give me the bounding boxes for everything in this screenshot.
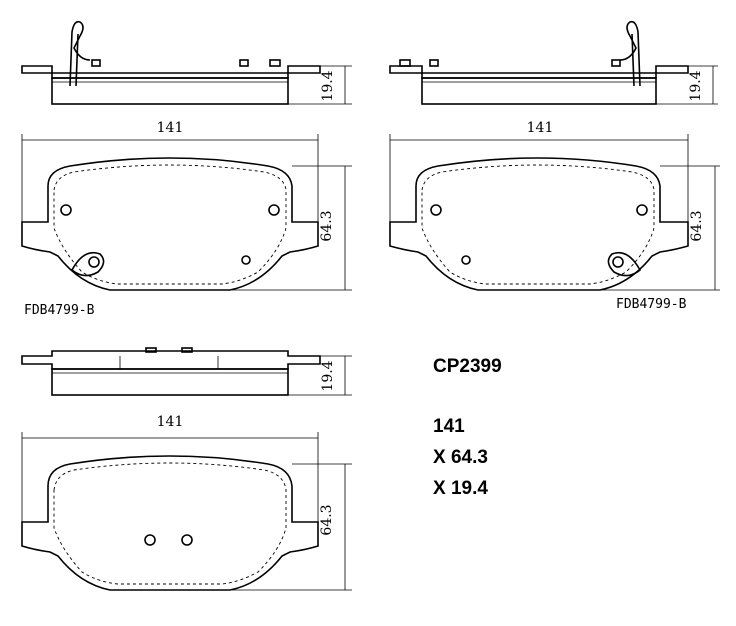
front-view-bottom: 141 64.3 [21,414,352,591]
height-label-top-left: 64.3 [319,210,335,241]
pad-hole-icon [241,255,251,265]
spring-clip-icon [69,20,91,87]
thickness-label-bottom: 19.4 [320,360,336,391]
thickness-label-top-left: 19.4 [320,70,336,101]
width-label-bottom: 141 [157,414,184,430]
wear-sensor-icon [70,251,105,277]
spec-height: X 64.3 [433,447,488,468]
height-label-bottom: 64.3 [319,504,335,535]
spec-thickness: X 19.4 [433,478,488,499]
width-label-top-left: 141 [157,120,184,136]
front-view-top-left: 141 64.3 FDB4799-B [21,120,352,318]
side-view-bottom: 19.4 [21,347,352,396]
thickness-label-top-right: 19.4 [688,70,704,101]
part-code: CP2399 [433,356,502,377]
wear-sensor-icon [607,251,642,277]
spring-clip-icon [619,20,641,87]
side-view-top-left: 19.4 [21,20,352,105]
pad-hole-icon [636,204,648,216]
front-view-top-right: 141 64.3 FDB4799-B [389,120,720,312]
spec-width: 141 [433,416,465,437]
width-label-top-right: 141 [527,120,554,136]
part-number-left: FDB4799-B [24,303,95,318]
pad-hole-icon [461,255,471,265]
pad-hole-icon [268,204,280,216]
height-label-top-right: 64.3 [689,210,705,241]
pad-hole-icon [430,204,442,216]
pad-hole-icon [60,204,72,216]
pad-hole-icon [181,534,193,546]
part-number-right: FDB4799-B [616,297,687,312]
pad-hole-icon [144,534,156,546]
side-view-top-right: 19.4 [389,20,718,105]
